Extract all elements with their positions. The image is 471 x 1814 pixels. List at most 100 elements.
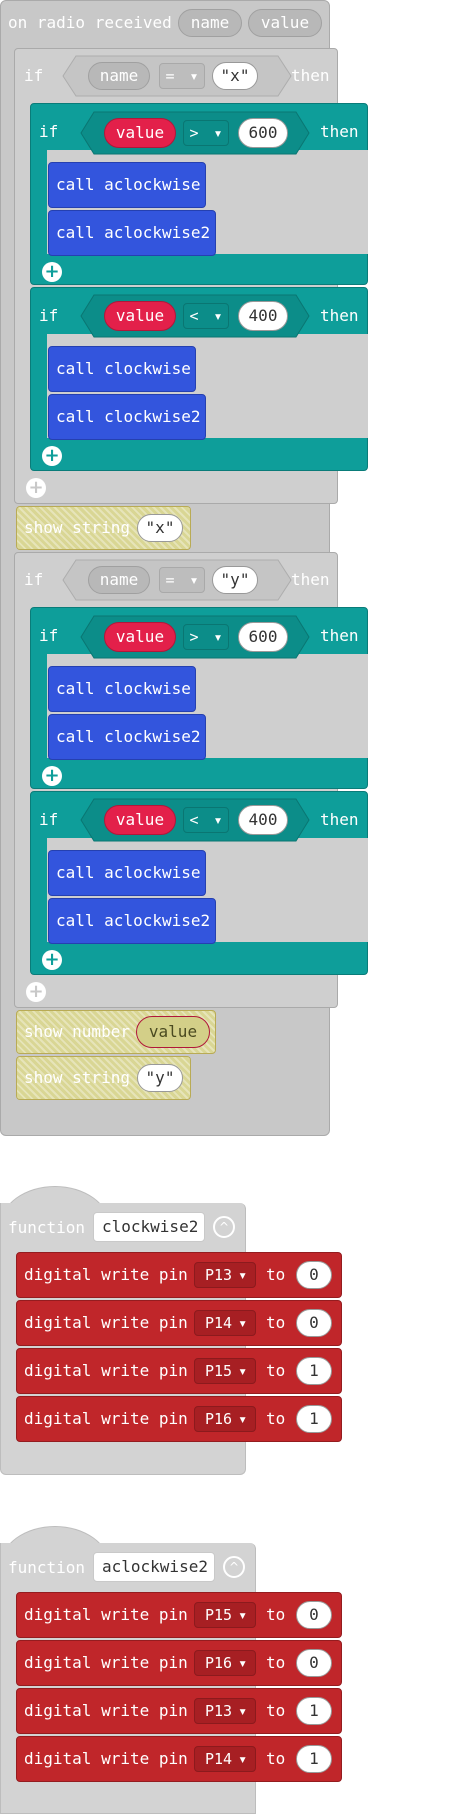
to-label: to	[266, 1653, 286, 1672]
string-value-x[interactable]: "x"	[137, 514, 183, 542]
function-ref: clockwise	[104, 359, 191, 378]
digital-write-block[interactable]	[16, 1688, 342, 1734]
add-else-icon[interactable]: +	[26, 982, 46, 1002]
if-label: if	[39, 122, 59, 141]
call-block[interactable]	[48, 714, 206, 760]
function-name-input[interactable]: aclockwise2	[93, 1552, 215, 1582]
dropdown-arrow-icon: ▾	[238, 1702, 248, 1720]
dropdown-arrow-icon: ▾	[238, 1314, 248, 1332]
digital-write-block[interactable]	[16, 1592, 342, 1638]
dropdown-arrow-icon: ▾	[213, 628, 223, 646]
add-else-icon[interactable]: +	[42, 446, 62, 466]
pin-value[interactable]: 1	[296, 1405, 332, 1433]
digital-write-block[interactable]	[16, 1348, 342, 1394]
function-name-input[interactable]: clockwise2	[93, 1212, 205, 1242]
pin-value[interactable]: 0	[296, 1649, 332, 1677]
then-label: then	[320, 306, 359, 325]
pin-dropdown[interactable]: P14▾	[194, 1746, 256, 1772]
var-name[interactable]: name	[88, 566, 150, 594]
function-ref: clockwise2	[104, 727, 201, 746]
pin-dropdown[interactable]: P16▾	[194, 1650, 256, 1676]
call-block[interactable]	[48, 666, 196, 712]
digital-write-block[interactable]	[16, 1736, 342, 1782]
then-label: then	[320, 122, 359, 141]
function-ref: aclockwise2	[104, 223, 211, 242]
string-value-y[interactable]: "y"	[212, 566, 258, 594]
pin-dropdown[interactable]: P14▾	[194, 1310, 256, 1336]
if-label: if	[39, 810, 59, 829]
operator-dropdown[interactable]: > ▾	[183, 120, 229, 146]
pin-dropdown[interactable]: P13▾	[194, 1262, 256, 1288]
pin-dropdown[interactable]: P15▾	[194, 1358, 256, 1384]
pin-value[interactable]: 0	[296, 1309, 332, 1337]
number-600[interactable]: 600	[238, 622, 288, 652]
call-block[interactable]	[48, 394, 206, 440]
digital-write-label: digital write pin	[24, 1749, 188, 1768]
operator-label: <	[189, 307, 199, 325]
var-value[interactable]: value	[104, 622, 176, 652]
dropdown-arrow-icon: ▾	[213, 124, 223, 142]
var-value[interactable]: value	[104, 805, 176, 835]
operator-dropdown[interactable]: < ▾	[183, 807, 229, 833]
digital-write-label: digital write pin	[24, 1653, 188, 1672]
call-label: call clockwise2	[56, 727, 201, 746]
operator-label: <	[189, 811, 199, 829]
digital-write-block[interactable]	[16, 1640, 342, 1686]
pin-value[interactable]: 1	[296, 1697, 332, 1725]
call-block[interactable]	[48, 898, 216, 944]
to-label: to	[266, 1701, 286, 1720]
pin-dropdown[interactable]: P13▾	[194, 1698, 256, 1724]
operator-dropdown[interactable]: = ▾	[159, 63, 205, 89]
collapse-icon[interactable]: ^	[213, 1216, 235, 1238]
dropdown-arrow-icon: ▾	[213, 307, 223, 325]
number-400[interactable]: 400	[238, 301, 288, 331]
pin-label: P13	[205, 1266, 233, 1284]
add-else-icon[interactable]: +	[42, 766, 62, 786]
digital-write-label: digital write pin	[24, 1605, 188, 1624]
number-600[interactable]: 600	[238, 118, 288, 148]
pin-value[interactable]: 0	[296, 1601, 332, 1629]
pin-label: P16	[205, 1654, 233, 1672]
then-label: then	[291, 66, 330, 85]
pin-dropdown[interactable]: P15▾	[194, 1602, 256, 1628]
digital-write-label: digital write pin	[24, 1361, 188, 1380]
digital-write-block[interactable]	[16, 1300, 342, 1346]
operator-label: >	[189, 628, 199, 646]
collapse-icon[interactable]: ^	[223, 1556, 245, 1578]
operator-dropdown[interactable]: = ▾	[159, 567, 205, 593]
operator-dropdown[interactable]: > ▾	[183, 624, 229, 650]
dropdown-arrow-icon: ▾	[238, 1750, 248, 1768]
add-else-icon[interactable]: +	[42, 262, 62, 282]
param-name[interactable]: name	[178, 9, 242, 37]
then-label: then	[320, 810, 359, 829]
number-400[interactable]: 400	[238, 805, 288, 835]
call-block[interactable]	[48, 210, 216, 256]
operator-label: =	[165, 67, 175, 85]
pin-value[interactable]: 0	[296, 1261, 332, 1289]
to-label: to	[266, 1265, 286, 1284]
var-value[interactable]: value	[104, 301, 176, 331]
operator-label: =	[165, 571, 175, 589]
var-value[interactable]: value	[104, 118, 176, 148]
operator-dropdown[interactable]: < ▾	[183, 303, 229, 329]
param-value[interactable]: value	[248, 9, 322, 37]
pin-label: P16	[205, 1410, 233, 1428]
string-value-x[interactable]: "x"	[212, 62, 258, 90]
digital-write-block[interactable]	[16, 1252, 342, 1298]
add-else-icon[interactable]: +	[26, 478, 46, 498]
digital-write-block[interactable]	[16, 1396, 342, 1442]
show-string-block[interactable]	[16, 1056, 191, 1100]
var-name[interactable]: name	[88, 62, 150, 90]
add-else-icon[interactable]: +	[42, 950, 62, 970]
pin-value[interactable]: 1	[296, 1745, 332, 1773]
function-ref: clockwise2	[104, 407, 201, 426]
call-block[interactable]	[48, 346, 196, 392]
call-block[interactable]	[48, 162, 206, 208]
if-label: if	[39, 306, 59, 325]
call-block[interactable]	[48, 850, 206, 896]
to-label: to	[266, 1313, 286, 1332]
pin-dropdown[interactable]: P16▾	[194, 1406, 256, 1432]
pin-value[interactable]: 1	[296, 1357, 332, 1385]
string-value-y[interactable]: "y"	[137, 1064, 183, 1092]
var-value[interactable]: value	[136, 1016, 210, 1048]
